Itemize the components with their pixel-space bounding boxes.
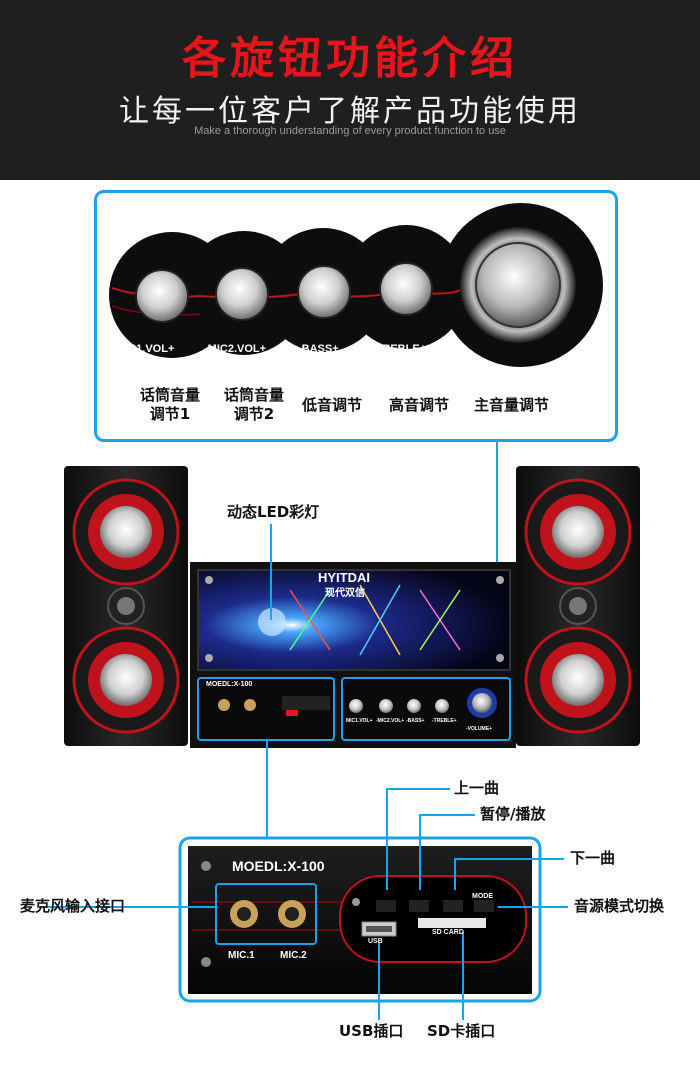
prev-track-label: 上一曲	[454, 779, 500, 797]
knob-desc-treble: 高音调节	[389, 396, 450, 414]
next-track-label: 下一曲	[570, 849, 616, 867]
sd-card-label: SD CARD	[432, 929, 464, 936]
knob-label-treble: -TREBLE+	[372, 343, 427, 355]
small-knob-label-4: -TREBLE+	[432, 718, 457, 724]
knob-desc-mic2: 话筒音量 调节2	[214, 386, 294, 424]
page-subtitle-en: Make a thorough understanding of every p…	[194, 125, 506, 137]
knob-callout-box	[94, 190, 618, 442]
play-pause-label: 暂停/播放	[480, 805, 546, 823]
mode-button-label: MODE	[472, 893, 493, 900]
knob-label-mic1: MIC1.VOL+	[116, 343, 175, 355]
knob-desc-mic1: 话筒音量 调节1	[130, 386, 210, 424]
source-mode-label: 音源模式切换	[574, 897, 665, 915]
small-knob-label-5: -VOLUME+	[466, 726, 492, 732]
sd-slot-label: SD卡插口	[427, 1022, 496, 1040]
knob-desc-mic1-line1: 话筒音量	[139, 386, 200, 404]
small-knob-label-1: MIC1.VOL+	[346, 718, 373, 724]
knob-desc-mic2-line2: 调节2	[233, 405, 275, 423]
small-knob-label-3: -BASS+	[406, 718, 425, 724]
usb-slot-label: USB插口	[339, 1022, 404, 1040]
brand-logo-cn: 现代双信	[325, 588, 365, 599]
brand-logo: HYITDAI	[318, 570, 370, 585]
knob-label-mic2: -MIC2.VOL+	[204, 343, 267, 355]
knob-label-volume: VOLUME+	[484, 367, 538, 379]
page-subtitle: 让每一位客户了解产品功能使用	[119, 94, 581, 129]
knob-circles	[109, 203, 603, 367]
knob-desc-bass: 低音调节	[302, 396, 363, 414]
panel-model: MOEDL:X-100	[232, 858, 325, 874]
small-model-label: MOEDL:X-100	[206, 681, 253, 688]
mic2-port-label: MIC.2	[280, 950, 307, 961]
control-panel-zoom	[178, 836, 542, 1003]
knob-desc-mic1-line2: 调节1	[149, 405, 191, 423]
led-callout-line	[270, 524, 272, 620]
page-title: 各旋钮功能介绍	[182, 33, 518, 84]
knob-label-bass: -BASS+	[298, 343, 339, 355]
speaker-system	[64, 466, 640, 748]
header-banner: 各旋钮功能介绍 让每一位客户了解产品功能使用 Make a thorough u…	[0, 0, 700, 180]
small-knob-label-2: -MIC2.VOL+	[376, 718, 405, 724]
mic1-port-label: MIC.1	[228, 950, 255, 961]
knob-desc-volume: 主音量调节	[474, 396, 550, 414]
knob-desc-mic2-line1: 话筒音量	[223, 386, 284, 404]
callout-lines	[40, 788, 568, 1020]
mic-input-label: 麦克风输入接口	[20, 897, 126, 915]
usb-port-label: USB	[368, 938, 383, 945]
led-label: 动态LED彩灯	[227, 503, 320, 521]
